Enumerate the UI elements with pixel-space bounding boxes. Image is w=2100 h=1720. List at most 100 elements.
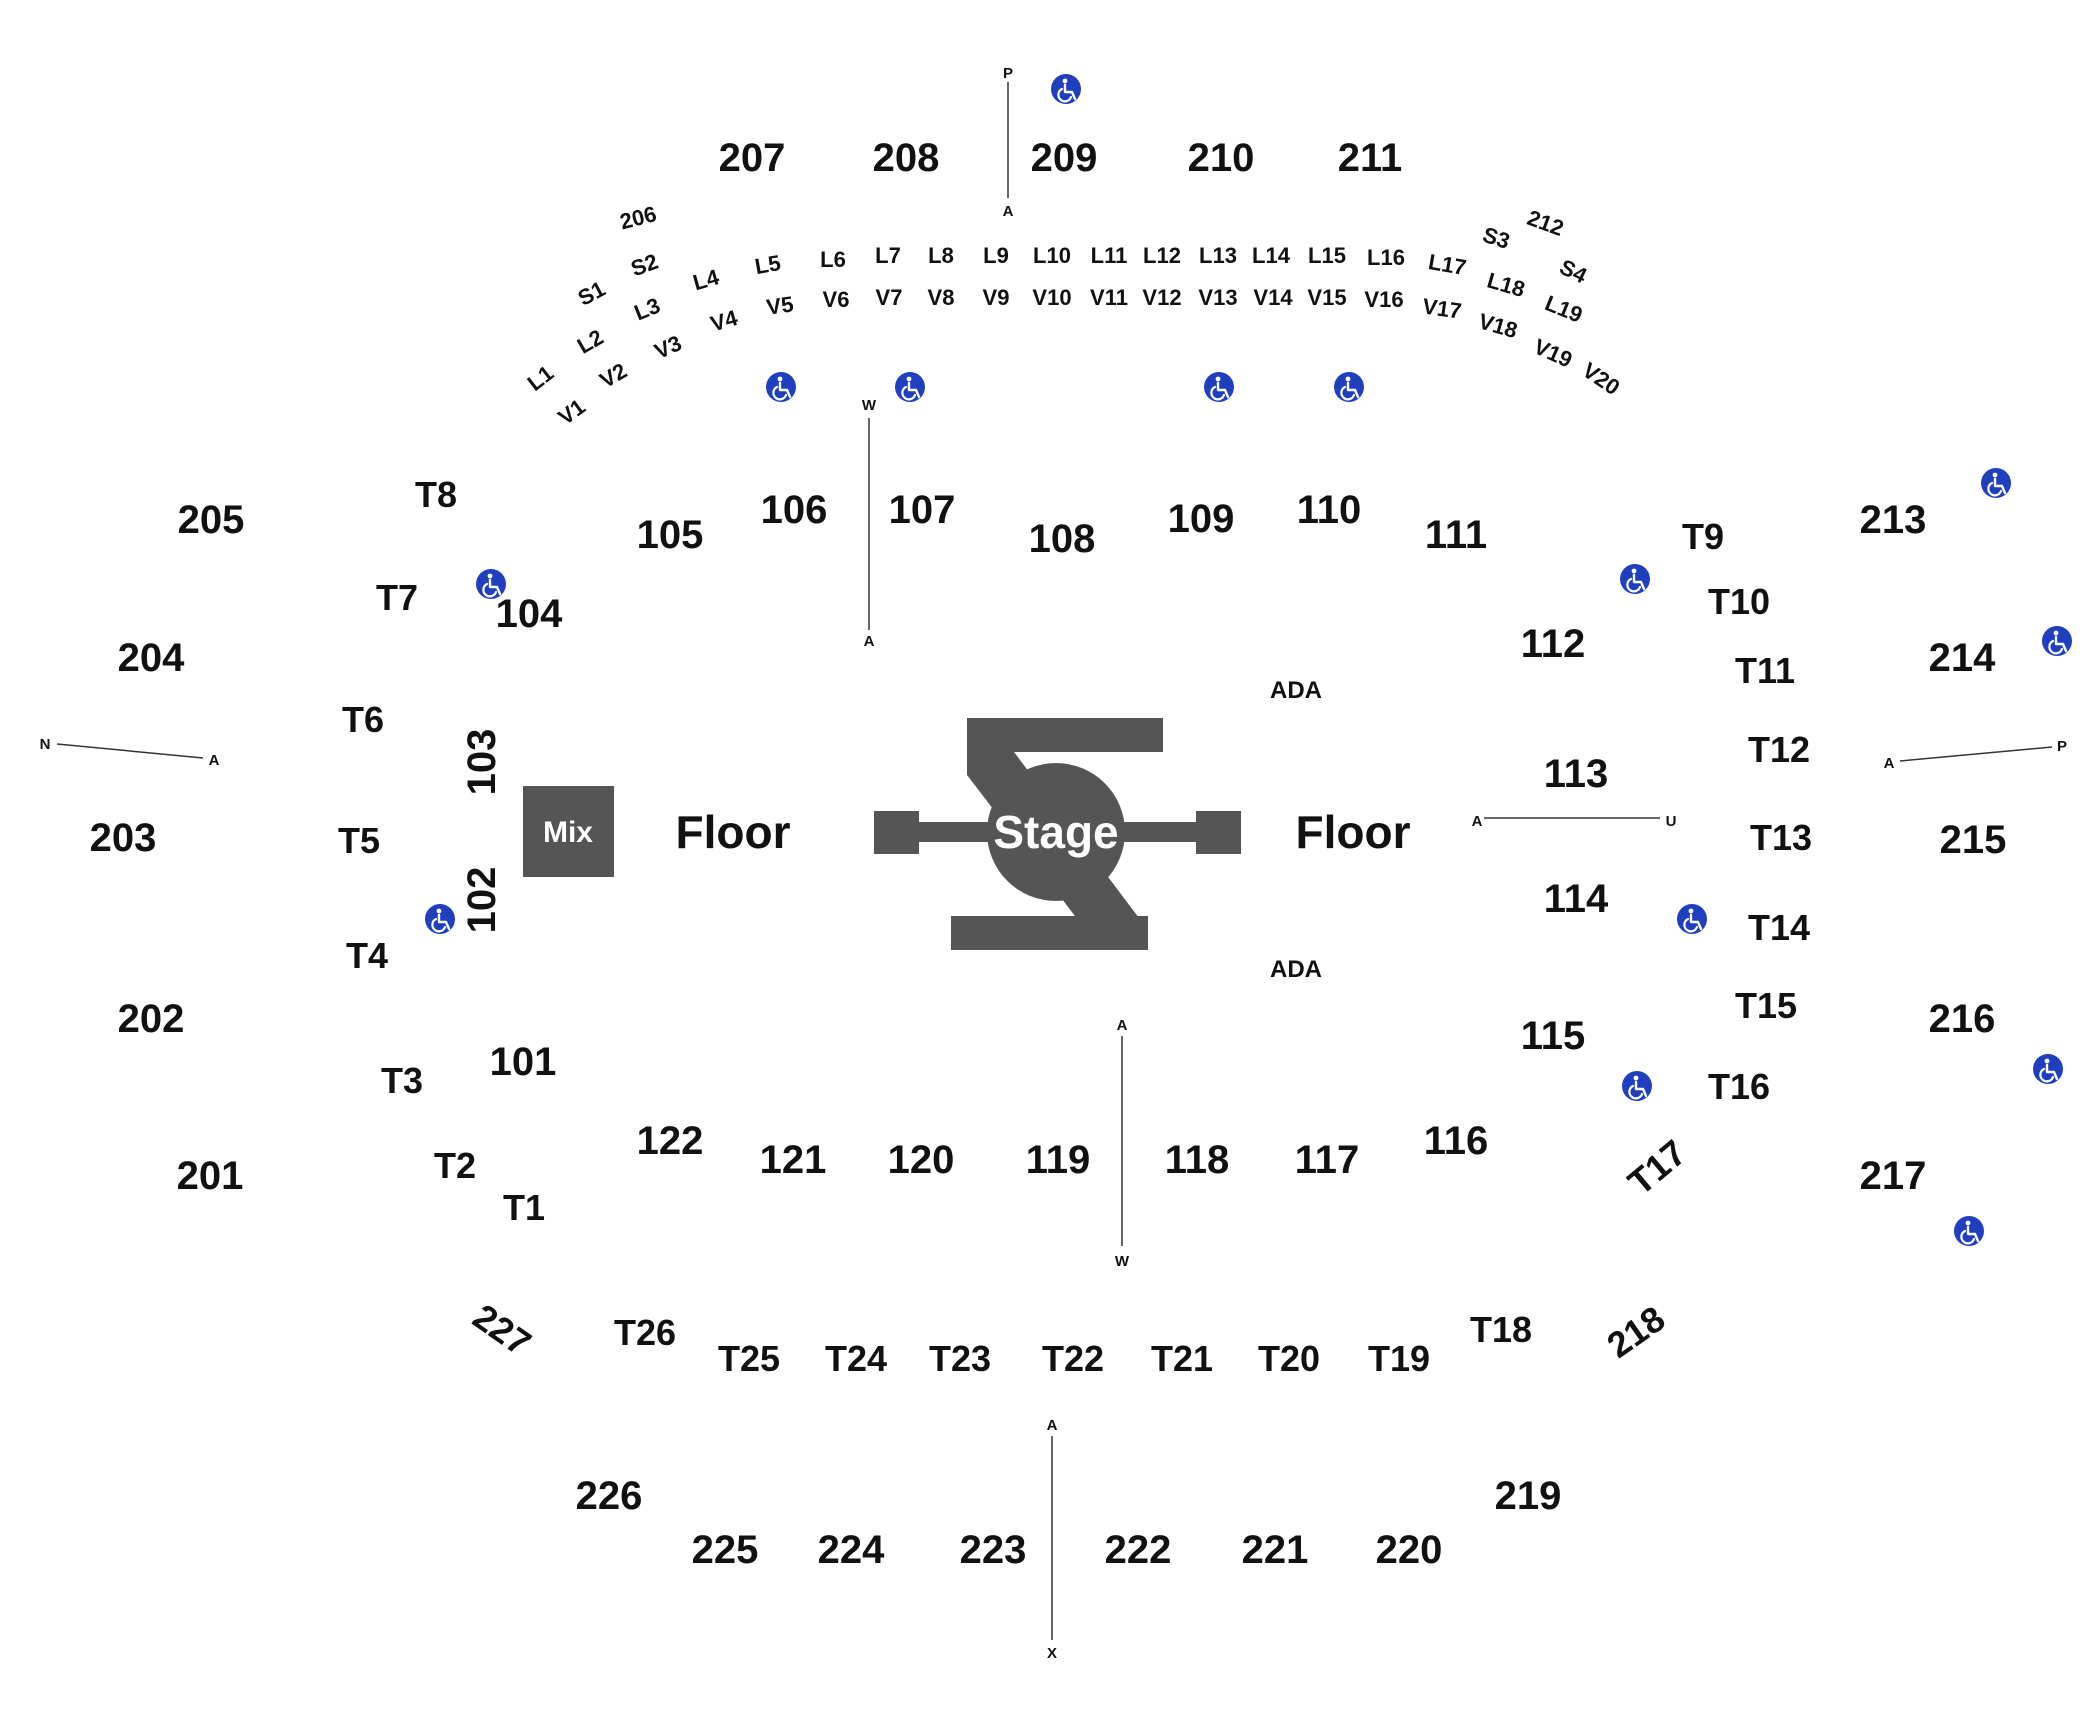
wheelchair-icon[interactable]	[423, 902, 457, 936]
suite-section[interactable]: L18	[1484, 268, 1527, 302]
suite-section[interactable]: V14	[1253, 285, 1293, 310]
suite-section[interactable]: L7	[875, 243, 901, 268]
suite-section[interactable]: S2	[628, 249, 662, 282]
section-205[interactable]: 205	[178, 498, 245, 542]
section-113[interactable]: 113	[1544, 752, 1609, 796]
table-section[interactable]: T17	[1620, 1132, 1694, 1203]
suite-section[interactable]: L14	[1252, 243, 1291, 268]
suite-section[interactable]: S3	[1480, 222, 1513, 254]
table-section[interactable]: T8	[415, 474, 457, 515]
wheelchair-icon[interactable]	[764, 370, 798, 404]
section-217[interactable]: 217	[1860, 1154, 1927, 1198]
suite-section[interactable]: L2	[573, 324, 608, 358]
section-209[interactable]: 209	[1031, 136, 1098, 180]
section-216[interactable]: 216	[1929, 997, 1996, 1041]
section-107[interactable]: 107	[889, 488, 956, 532]
table-section[interactable]: T22	[1042, 1338, 1104, 1379]
suite-section[interactable]: L19	[1542, 290, 1587, 327]
floor-left-label[interactable]: Floor	[676, 806, 791, 858]
section-210[interactable]: 210	[1188, 136, 1255, 180]
section-227[interactable]: 227	[466, 1296, 539, 1364]
wheelchair-icon[interactable]	[893, 370, 927, 404]
suite-section[interactable]: V8	[928, 285, 955, 310]
section-202[interactable]: 202	[118, 997, 185, 1041]
table-section[interactable]: T6	[342, 699, 384, 740]
table-section[interactable]: T3	[381, 1060, 423, 1101]
table-section[interactable]: T11	[1735, 650, 1795, 691]
suite-section[interactable]: V16	[1364, 287, 1403, 312]
section-215[interactable]: 215	[1940, 818, 2007, 862]
suite-section[interactable]: L12	[1143, 243, 1181, 268]
section-117[interactable]: 117	[1295, 1138, 1360, 1182]
suite-section[interactable]: V10	[1032, 285, 1071, 310]
suite-section[interactable]: L6	[820, 247, 846, 272]
section-201[interactable]: 201	[177, 1154, 244, 1198]
table-section[interactable]: T14	[1748, 907, 1810, 948]
section-111[interactable]: 111	[1425, 513, 1487, 557]
section-106[interactable]: 106	[761, 488, 828, 532]
suite-section[interactable]: L4	[690, 264, 722, 295]
suite-section[interactable]: V20	[1578, 357, 1624, 400]
suite-section[interactable]: L11	[1091, 243, 1128, 268]
suite-section[interactable]: V5	[765, 291, 795, 320]
section-102[interactable]: 102	[460, 867, 504, 934]
section-226[interactable]: 226	[576, 1474, 643, 1518]
suite-section[interactable]: V15	[1307, 285, 1346, 310]
suite-section[interactable]: L3	[631, 293, 664, 326]
section-212[interactable]: 212	[1524, 205, 1567, 241]
table-section[interactable]: T24	[825, 1338, 887, 1379]
section-220[interactable]: 220	[1376, 1528, 1443, 1572]
table-section[interactable]: T7	[376, 577, 418, 618]
wheelchair-icon[interactable]	[1202, 370, 1236, 404]
table-section[interactable]: T2	[434, 1145, 476, 1186]
suite-section[interactable]: V6	[823, 287, 850, 312]
table-section[interactable]: T23	[929, 1338, 991, 1379]
suite-section[interactable]: V12	[1142, 285, 1181, 310]
wheelchair-icon[interactable]	[1049, 72, 1083, 106]
table-section[interactable]: T4	[346, 935, 388, 976]
table-section[interactable]: T5	[338, 820, 380, 861]
section-120[interactable]: 120	[888, 1138, 955, 1182]
wheelchair-icon[interactable]	[1979, 466, 2013, 500]
section-221[interactable]: 221	[1242, 1528, 1309, 1572]
suite-section[interactable]: V13	[1198, 285, 1237, 310]
suite-section[interactable]: V2	[595, 358, 631, 393]
section-208[interactable]: 208	[873, 136, 940, 180]
section-213[interactable]: 213	[1860, 498, 1927, 542]
wheelchair-icon[interactable]	[2040, 624, 2074, 658]
section-211[interactable]: 211	[1338, 136, 1403, 180]
table-section[interactable]: T13	[1750, 817, 1812, 858]
table-section[interactable]: T12	[1748, 729, 1810, 770]
table-section[interactable]: T9	[1682, 516, 1724, 557]
suite-section[interactable]: L13	[1199, 243, 1237, 268]
suite-section[interactable]: L5	[753, 250, 783, 279]
suite-section[interactable]: L9	[983, 243, 1009, 268]
suite-section[interactable]: V4	[708, 305, 741, 337]
table-section[interactable]: T21	[1151, 1338, 1213, 1379]
suite-section[interactable]: S4	[1556, 254, 1592, 289]
mix-position[interactable]: Mix	[523, 786, 614, 877]
section-203[interactable]: 203	[90, 816, 157, 860]
section-112[interactable]: 112	[1521, 622, 1586, 666]
section-118[interactable]: 118	[1165, 1138, 1230, 1182]
section-108[interactable]: 108	[1029, 517, 1096, 561]
table-section[interactable]: T18	[1470, 1309, 1532, 1350]
section-224[interactable]: 224	[818, 1528, 885, 1572]
wheelchair-icon[interactable]	[1620, 1069, 1654, 1103]
section-114[interactable]: 114	[1544, 877, 1609, 921]
section-110[interactable]: 110	[1297, 488, 1362, 532]
section-204[interactable]: 204	[118, 636, 185, 680]
table-section[interactable]: T20	[1258, 1338, 1320, 1379]
suite-section[interactable]: V19	[1530, 334, 1576, 373]
section-214[interactable]: 214	[1929, 636, 1996, 680]
floor-right-label[interactable]: Floor	[1296, 806, 1411, 858]
suite-section[interactable]: V7	[876, 285, 903, 310]
wheelchair-icon[interactable]	[1675, 902, 1709, 936]
suite-section[interactable]: L16	[1367, 245, 1405, 270]
table-section[interactable]: T25	[718, 1338, 780, 1379]
section-207[interactable]: 207	[719, 136, 786, 180]
section-101[interactable]: 101	[490, 1040, 557, 1084]
section-121[interactable]: 121	[760, 1138, 827, 1182]
suite-section[interactable]: V11	[1090, 285, 1128, 310]
wheelchair-icon[interactable]	[1952, 1214, 1986, 1248]
